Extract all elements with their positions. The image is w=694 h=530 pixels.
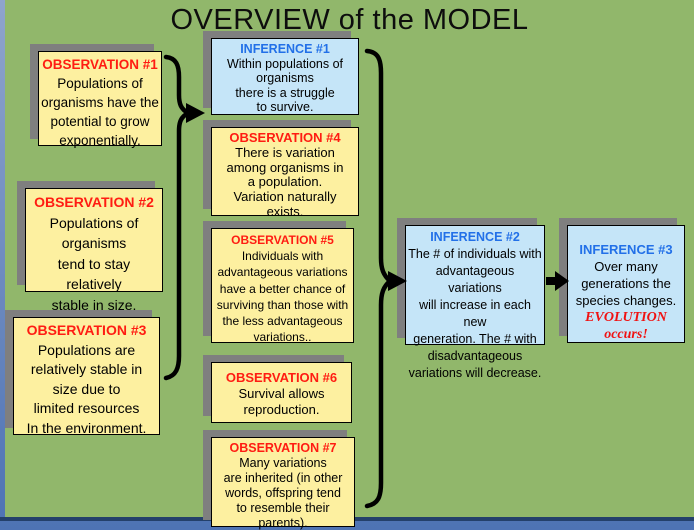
box-title: OBSERVATION #7 bbox=[229, 441, 337, 455]
box-body: Survival allows reproduction. bbox=[238, 386, 325, 417]
box-body: There is variation among organisms in a … bbox=[226, 144, 344, 219]
box-title: INFERENCE #2 bbox=[430, 230, 520, 244]
box-title: OBSERVATION #3 bbox=[26, 322, 147, 338]
box-inference-1: INFERENCE #1 Within populations of organ… bbox=[211, 38, 359, 115]
box-body: Many variations are inherited (in other … bbox=[223, 456, 343, 530]
box-title: OBSERVATION #1 bbox=[42, 57, 158, 72]
box-title: OBSERVATION #4 bbox=[229, 130, 341, 145]
box-observation-1: OBSERVATION #1 Populations of organisms … bbox=[38, 51, 162, 148]
box-title: OBSERVATION #6 bbox=[225, 370, 338, 385]
box-body: Populations of organisms have the potent… bbox=[41, 76, 159, 148]
box-observation-2: OBSERVATION #2 Populations of organisms … bbox=[25, 188, 163, 313]
box-inference-3: INFERENCE #3 Over many generations the s… bbox=[567, 225, 685, 343]
box-observation-3: OBSERVATION #3 Populations are relativel… bbox=[13, 317, 160, 436]
box-body: The # of individuals with advantageous v… bbox=[408, 247, 542, 380]
box-title: INFERENCE #3 bbox=[579, 242, 673, 257]
box-title: OBSERVATION #2 bbox=[34, 194, 154, 210]
box-body: Individuals with advantageous variations… bbox=[216, 249, 349, 345]
box-body: Within populations of organisms there is… bbox=[226, 56, 344, 115]
box-body: Populations of organisms tend to stay re… bbox=[49, 214, 139, 313]
evolution-emphasis-text: EVOLUTION occurs! bbox=[585, 310, 667, 342]
box-observation-6: OBSERVATION #6 Survival allows reproduct… bbox=[211, 362, 352, 423]
box-title: INFERENCE #1 bbox=[240, 42, 330, 56]
box-title: OBSERVATION #5 bbox=[231, 233, 334, 247]
box-observation-7: OBSERVATION #7 Many variations are inher… bbox=[211, 437, 355, 530]
box-observation-5: OBSERVATION #5 Individuals with advantag… bbox=[211, 228, 354, 345]
box-inference-2: INFERENCE #2 The # of individuals with a… bbox=[405, 225, 545, 380]
box-body: Over many generations the species change… bbox=[575, 259, 677, 308]
box-body: Populations are relatively stable in siz… bbox=[26, 341, 147, 436]
box-observation-4: OBSERVATION #4 There is variation among … bbox=[211, 127, 359, 219]
page-title: OVERVIEW of the MODEL bbox=[170, 4, 529, 36]
